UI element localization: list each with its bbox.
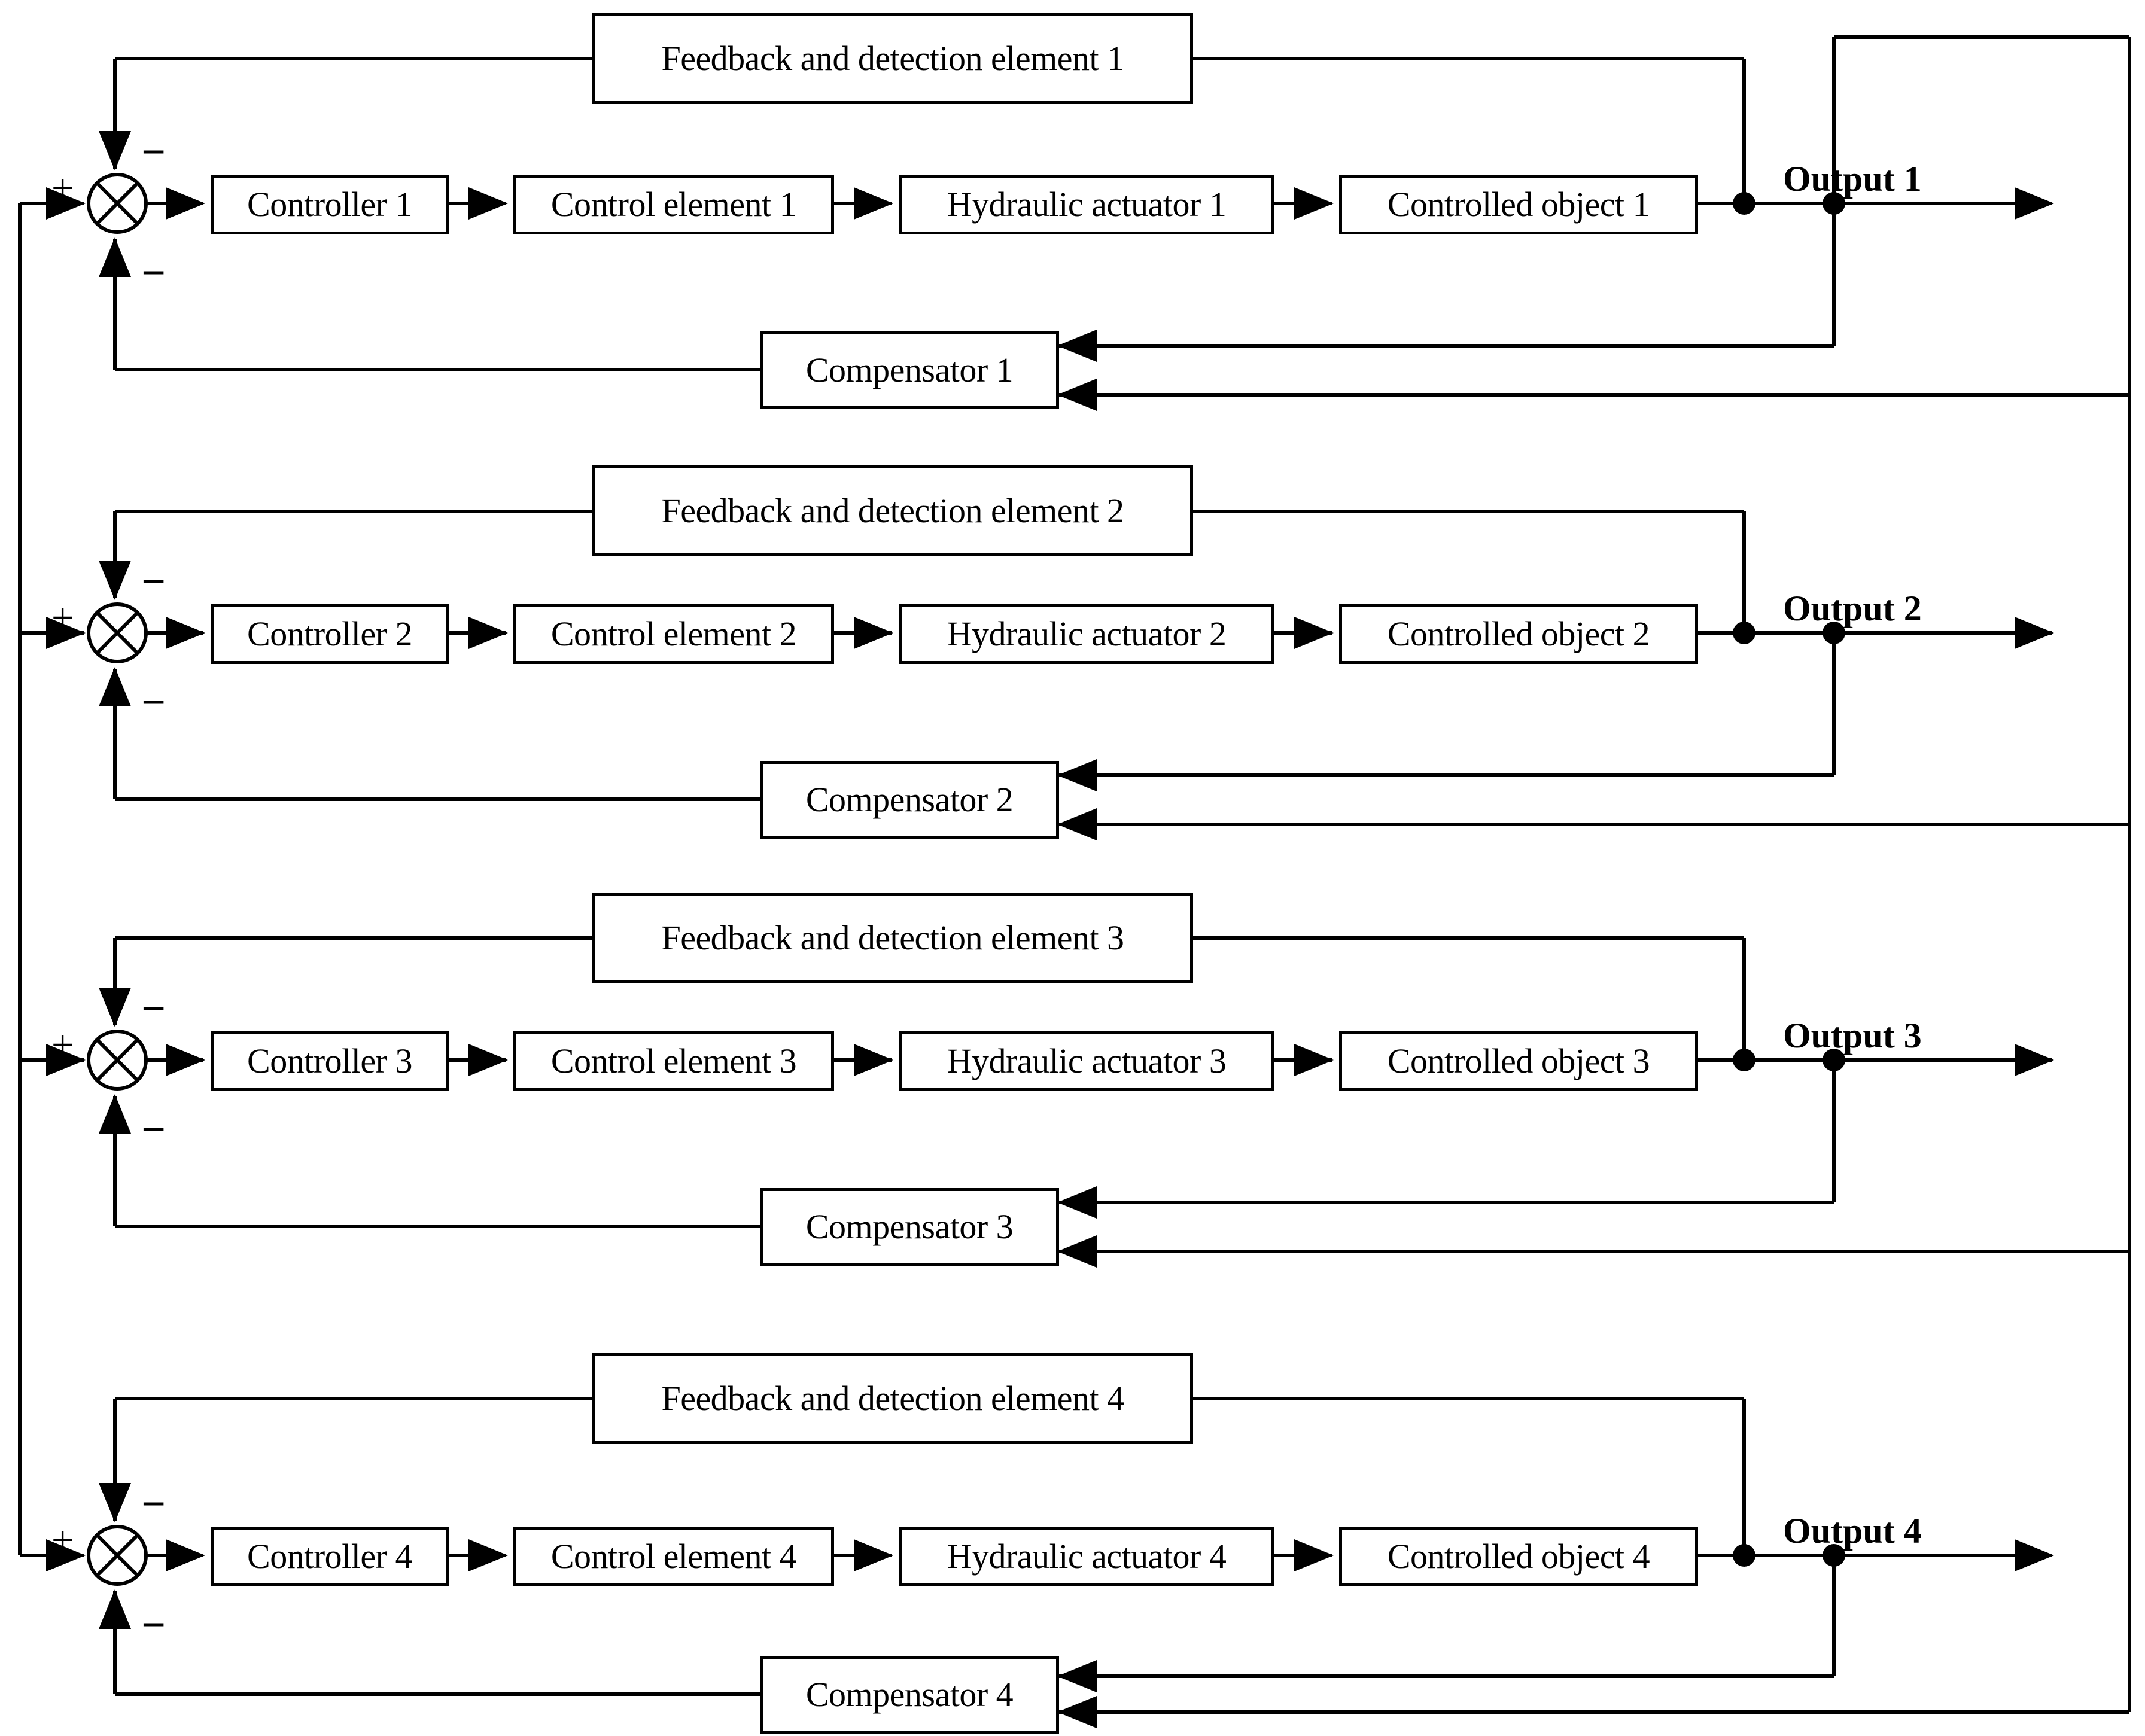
control-element-block-4[interactable]: Control element 4 [513,1527,834,1586]
feedback-element-block-3[interactable]: Feedback and detection element 3 [592,893,1193,983]
control-element-block-1[interactable]: Control element 1 [513,175,834,234]
hydraulic-actuator-label-4: Hydraulic actuator 4 [947,1537,1227,1576]
controlled-object-label-1: Controlled object 1 [1387,185,1650,224]
feedback-element-block-1[interactable]: Feedback and detection element 1 [592,13,1193,104]
sum-sign-plus-4: + [51,1518,74,1562]
controller-label-3: Controller 3 [247,1041,412,1080]
channel-2-wiring [20,510,2129,840]
controller-label-4: Controller 4 [247,1537,412,1576]
hydraulic-actuator-label-1: Hydraulic actuator 1 [947,185,1227,224]
hydraulic-actuator-label-3: Hydraulic actuator 3 [947,1041,1227,1080]
controlled-object-label-3: Controlled object 3 [1387,1041,1650,1080]
sum-sign-minus-feedback-1: − [141,128,166,176]
sum-sign-minus-feedback-4: − [141,1480,166,1528]
feedback-element-label-1: Feedback and detection element 1 [661,39,1124,78]
sum-sign-plus-1: + [51,166,74,210]
compensator-block-4[interactable]: Compensator 4 [760,1656,1059,1734]
channel-4-wiring [20,1397,2129,1728]
controlled-object-block-1[interactable]: Controlled object 1 [1339,175,1698,234]
sum-sign-plus-2: + [51,596,74,639]
summing-junction-symbols [87,173,148,1586]
hydraulic-actuator-block-3[interactable]: Hydraulic actuator 3 [899,1031,1274,1091]
sum-sign-minus-feedback-3: − [141,985,166,1033]
feedback-element-label-3: Feedback and detection element 3 [661,918,1124,957]
control-element-block-3[interactable]: Control element 3 [513,1031,834,1091]
sum-sign-plus-3: + [51,1023,74,1067]
compensator-block-3[interactable]: Compensator 3 [760,1188,1059,1266]
controlled-object-label-4: Controlled object 4 [1387,1537,1650,1576]
controlled-object-block-4[interactable]: Controlled object 4 [1339,1527,1698,1586]
channel-3-wiring [20,936,2129,1268]
control-element-label-1: Control element 1 [550,185,797,224]
hydraulic-actuator-block-4[interactable]: Hydraulic actuator 4 [899,1527,1274,1586]
feedback-element-label-2: Feedback and detection element 2 [661,491,1124,530]
feedback-element-block-2[interactable]: Feedback and detection element 2 [592,465,1193,556]
sum-sign-minus-compensator-2: − [141,678,166,726]
controller-label-2: Controller 2 [247,614,412,653]
control-element-label-3: Control element 3 [550,1041,797,1080]
control-element-label-4: Control element 4 [550,1537,797,1576]
hydraulic-actuator-block-2[interactable]: Hydraulic actuator 2 [899,604,1274,664]
output-label-2: Output 2 [1783,589,1922,628]
feedback-element-label-4: Feedback and detection element 4 [661,1379,1124,1418]
controller-block-3[interactable]: Controller 3 [211,1031,449,1091]
controller-block-2[interactable]: Controller 2 [211,604,449,664]
compensator-block-2[interactable]: Compensator 2 [760,761,1059,839]
compensator-label-4: Compensator 4 [805,1675,1014,1714]
compensator-label-3: Compensator 3 [805,1207,1014,1246]
controlled-object-block-2[interactable]: Controlled object 2 [1339,604,1698,664]
global-bus-top-link [1832,35,2129,203]
control-element-block-2[interactable]: Control element 2 [513,604,834,664]
controller-block-1[interactable]: Controller 1 [211,175,449,234]
hydraulic-actuator-label-2: Hydraulic actuator 2 [947,614,1227,653]
sum-sign-minus-feedback-2: − [141,558,166,605]
hydraulic-actuator-block-1[interactable]: Hydraulic actuator 1 [899,175,1274,234]
signal-tap-dots [1733,192,1845,1567]
sum-sign-minus-compensator-1: − [141,249,166,297]
controller-block-4[interactable]: Controller 4 [211,1527,449,1586]
channel-1-wiring [20,57,2129,411]
feedback-element-block-4[interactable]: Feedback and detection element 4 [592,1353,1193,1444]
controller-label-1: Controller 1 [247,185,412,224]
output-label-3: Output 3 [1783,1016,1922,1055]
compensator-block-1[interactable]: Compensator 1 [760,331,1059,409]
sum-sign-minus-compensator-3: − [141,1105,166,1153]
output-label-4: Output 4 [1783,1511,1922,1551]
controlled-object-block-3[interactable]: Controlled object 3 [1339,1031,1698,1091]
compensator-label-1: Compensator 1 [805,351,1014,389]
sum-sign-minus-compensator-4: − [141,1601,166,1649]
control-element-label-2: Control element 2 [550,614,797,653]
output-label-1: Output 1 [1783,159,1922,199]
controlled-object-label-2: Controlled object 2 [1387,614,1650,653]
compensator-label-2: Compensator 2 [805,780,1014,819]
